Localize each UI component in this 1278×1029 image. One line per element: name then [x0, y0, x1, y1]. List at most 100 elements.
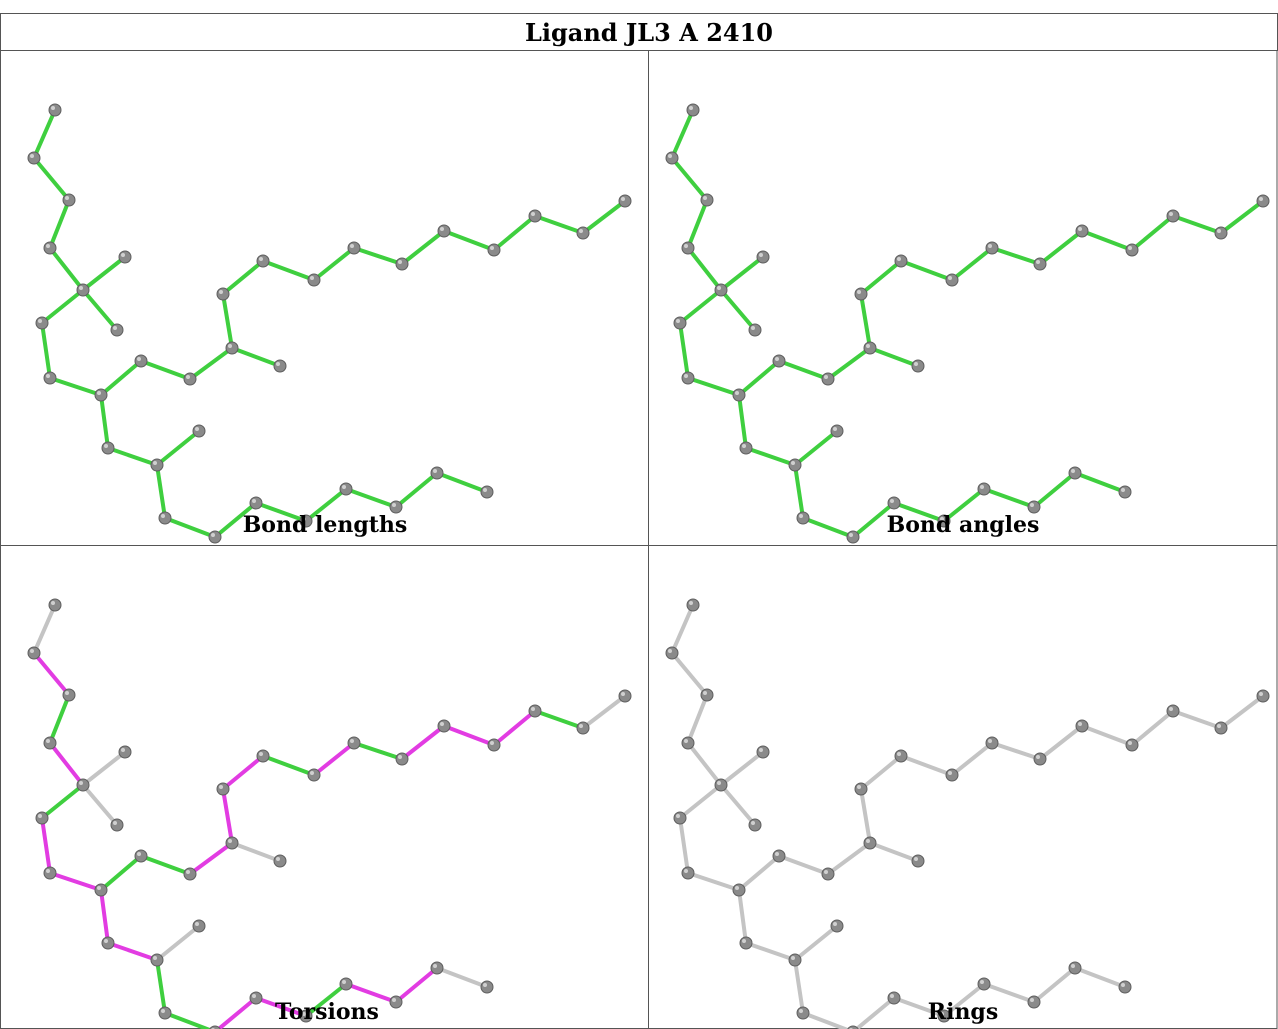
atom-highlight	[350, 739, 354, 743]
atom	[821, 372, 835, 386]
atom-highlight	[579, 724, 583, 728]
atom	[101, 441, 115, 455]
atom	[821, 867, 835, 881]
bond	[686, 376, 741, 397]
atom	[118, 250, 132, 264]
atom	[1068, 466, 1082, 480]
atom-highlight	[759, 253, 763, 257]
atom-highlight	[668, 649, 672, 653]
bond	[40, 783, 85, 820]
bond	[826, 346, 872, 381]
bond	[1219, 694, 1265, 730]
atom	[110, 323, 124, 337]
atom-highlight	[914, 362, 918, 366]
atom	[1256, 194, 1270, 208]
atom-highlight	[46, 739, 50, 743]
atom-highlight	[51, 106, 55, 110]
atom-highlight	[988, 244, 992, 248]
atom	[739, 936, 753, 950]
panel-caption: Rings	[928, 999, 998, 1025]
atom-highlight	[866, 839, 870, 843]
atom-highlight	[483, 488, 487, 492]
atom-highlight	[717, 286, 721, 290]
atom-highlight	[1036, 755, 1040, 759]
atom-highlight	[684, 244, 688, 248]
atom	[48, 598, 62, 612]
bond	[81, 750, 127, 787]
atom	[1075, 719, 1089, 733]
atom-highlight	[1036, 260, 1040, 264]
atom-highlight	[866, 344, 870, 348]
bond	[777, 854, 830, 876]
bond	[1073, 966, 1127, 989]
atom	[576, 721, 590, 735]
bond	[48, 871, 103, 892]
atom-highlight	[259, 257, 263, 261]
bond	[744, 941, 797, 962]
atom-highlight	[252, 499, 256, 503]
atom	[576, 226, 590, 240]
bond	[950, 246, 994, 282]
bond	[670, 603, 695, 655]
bond	[221, 787, 234, 845]
bond	[670, 156, 709, 202]
atom	[94, 388, 108, 402]
bond	[230, 346, 282, 368]
atom-highlight	[1217, 229, 1221, 233]
bond	[48, 693, 71, 745]
atom-highlight	[703, 196, 707, 200]
bond	[344, 487, 398, 509]
atom-highlight	[46, 374, 50, 378]
atom	[977, 482, 991, 496]
atom-highlight	[219, 785, 223, 789]
bond	[99, 888, 110, 945]
bond	[40, 321, 52, 380]
atom	[150, 953, 164, 967]
panel-caption: Torsions	[275, 999, 379, 1025]
bond	[400, 229, 446, 266]
atom	[256, 749, 270, 763]
atom	[347, 736, 361, 750]
page-title: Ligand JL3 A 2410	[525, 18, 773, 47]
atom	[339, 977, 353, 991]
bond	[106, 941, 159, 962]
panel-rings: Rings	[648, 545, 1278, 1029]
atom	[945, 273, 959, 287]
bond	[899, 259, 954, 282]
bond	[1073, 471, 1127, 494]
atom-highlight	[195, 922, 199, 926]
atom-highlight	[759, 748, 763, 752]
bond	[188, 346, 234, 381]
atom	[887, 991, 901, 1005]
bond	[48, 376, 103, 397]
bond	[1032, 471, 1077, 509]
atom-highlight	[1071, 964, 1075, 968]
atom-highlight	[137, 852, 141, 856]
bond	[990, 246, 1042, 266]
bond	[533, 214, 585, 235]
atom	[480, 485, 494, 499]
atom	[273, 854, 287, 868]
atom-highlight	[940, 1012, 944, 1016]
atom	[887, 496, 901, 510]
bond	[163, 516, 217, 539]
atom-highlight	[161, 514, 165, 518]
atom	[618, 194, 632, 208]
atom-highlight	[897, 752, 901, 756]
atom-highlight	[980, 980, 984, 984]
atom-highlight	[433, 964, 437, 968]
bond	[435, 966, 489, 989]
atom	[216, 782, 230, 796]
atom-highlight	[121, 253, 125, 257]
atom-highlight	[104, 939, 108, 943]
bond	[793, 958, 805, 1015]
atom	[665, 646, 679, 660]
bond	[826, 841, 872, 876]
atom	[216, 287, 230, 301]
bond	[982, 982, 1036, 1004]
atom	[1118, 980, 1132, 994]
bond	[99, 854, 143, 892]
bond	[950, 741, 994, 777]
bond	[581, 694, 627, 730]
atom	[894, 254, 908, 268]
